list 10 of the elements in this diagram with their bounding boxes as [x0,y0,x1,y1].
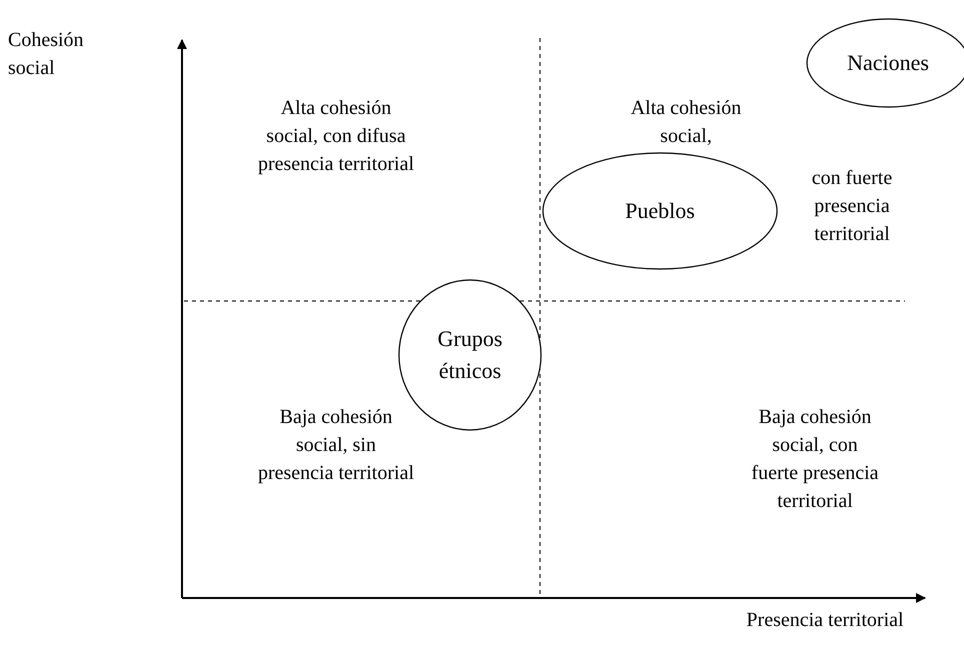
quadrant-label: Alta cohesión social, [630,96,742,149]
quadrant-label: Baja cohesión social, sin presencia territorial [256,405,416,486]
quadrant-label: Alta cohesión social, con difusa presencia territorial [256,96,416,177]
ellipse-label: Grupos étnicos [436,325,504,385]
ellipse-label: Naciones [846,49,930,77]
axis-label: Presencia territorial [745,608,905,633]
quadrant-label: Baja cohesión social, con fuerte presencia territorial [750,405,880,514]
quadrant-label: con fuerte presencia territorial [810,166,894,247]
axis-label: Cohesión social [8,28,85,81]
ellipse-label: Pueblos [624,197,696,225]
